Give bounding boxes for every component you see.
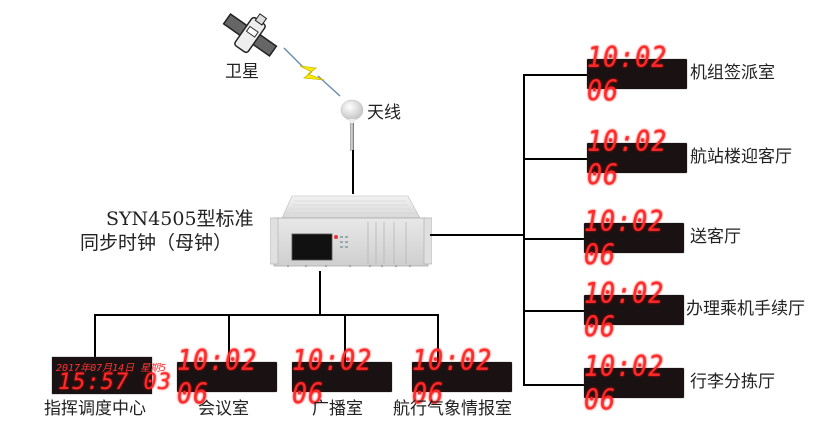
right-branch-1: [523, 74, 587, 76]
slave-clock-display: 10:02 06: [292, 344, 392, 410]
right-branch-5: [523, 384, 584, 386]
bottom-clock-label: 指挥调度中心: [44, 399, 146, 419]
right-clock-label: 送客厅: [690, 227, 741, 247]
antenna-icon: [340, 99, 364, 151]
command-center-clock-display: 2017年07月14日 星期5 15:57 03: [52, 357, 171, 395]
bottom-branch-2: [228, 314, 230, 362]
antenna-label: 天线: [367, 103, 401, 123]
rack-server-icon: [270, 195, 432, 268]
slave-clock-display: 10:02 06: [412, 344, 512, 410]
clock-time: 15:57 03: [58, 370, 172, 395]
bottom-branch-3: [344, 314, 346, 362]
device-to-right-bus: [430, 234, 524, 236]
bottom-clock-label: 广播室: [312, 399, 363, 419]
right-clock-label: 办理乘机手续厅: [686, 299, 805, 319]
slave-clock-display: 10:02 06: [584, 277, 684, 343]
right-clock-label: 行李分拣厅: [690, 372, 775, 392]
right-clock-label: 航站楼迎客厅: [690, 147, 792, 167]
slave-clock-display: 10:02 06: [177, 344, 277, 410]
device-to-bottom-bus: [319, 271, 321, 315]
antenna-cable: [352, 150, 354, 194]
right-branch-3: [523, 238, 584, 240]
clock-date: 2017年07月14日 星期5: [56, 363, 167, 374]
slave-clock-display: 10:02 06: [584, 350, 684, 416]
satellite-icon: [222, 12, 278, 58]
bottom-branch-4: [437, 314, 439, 362]
master-clock-title-line2: 同步时钟（母钟）: [80, 232, 233, 254]
bottom-clock-label: 会议室: [198, 399, 249, 419]
right-branch-4: [523, 310, 584, 312]
lightning-icon: [283, 47, 341, 97]
right-bus: [523, 74, 525, 385]
master-clock-title-line1: SYN4505型标准: [106, 208, 254, 230]
satellite-label: 卫星: [225, 62, 259, 82]
slave-clock-display: 10:02 06: [584, 205, 684, 271]
bottom-bus: [94, 314, 438, 316]
slave-clock-display: 10:02 06: [587, 41, 687, 107]
right-branch-2: [523, 158, 587, 160]
right-clock-label: 机组签派室: [690, 63, 775, 83]
bottom-branch-1: [94, 314, 96, 357]
bottom-clock-label: 航行气象情报室: [393, 399, 512, 419]
slave-clock-display: 10:02 06: [587, 125, 687, 191]
